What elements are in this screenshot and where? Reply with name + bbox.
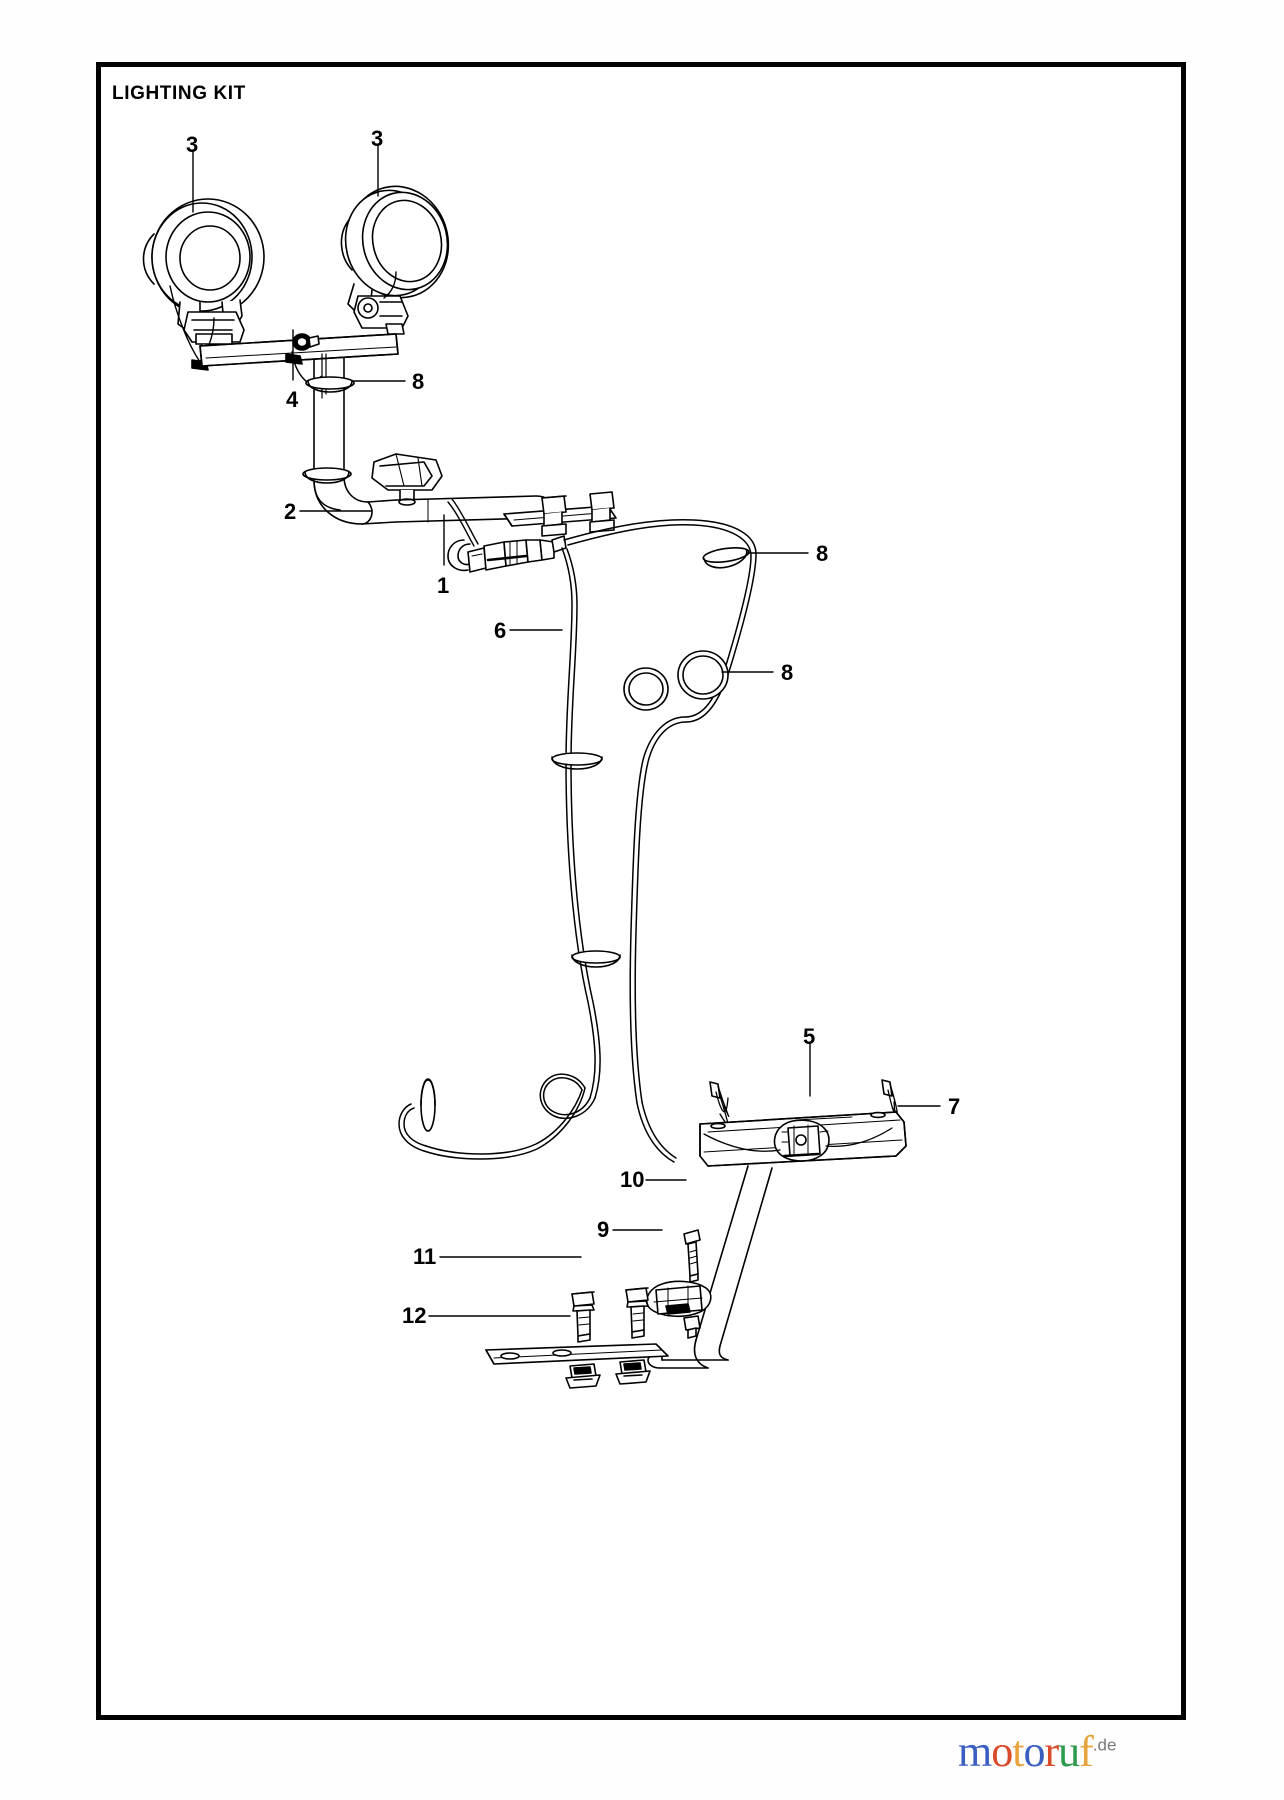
callout-10: 10: [620, 1167, 645, 1192]
tube-fastener-icon: [683, 1315, 701, 1339]
cable-clamp-icon: [646, 1280, 712, 1318]
watermark-letter-t: t: [1012, 1727, 1024, 1776]
callout-8-harness: 8: [816, 541, 829, 566]
page-title: LIGHTING KIT: [112, 83, 246, 104]
lamp-crossbar: [199, 333, 399, 399]
lower-mast-tube-icon: [647, 1165, 773, 1369]
watermark-letter-m: m: [958, 1727, 992, 1776]
lamp-head-right-icon: [340, 185, 450, 335]
callout-leaders: [192, 145, 941, 1317]
callout-9: 9: [597, 1217, 610, 1242]
mount-plate-icon: [503, 491, 617, 537]
callout-11: 11: [413, 1244, 437, 1269]
connector-plug-icon: [447, 535, 567, 573]
callout-5: 5: [803, 1024, 816, 1049]
battery-tray-icon: [699, 1079, 907, 1167]
callout-4: 4: [286, 387, 299, 412]
watermark-letter-u: u: [1058, 1727, 1080, 1776]
watermark-letter-o1: o: [991, 1727, 1013, 1776]
switch-box-icon: [371, 453, 443, 506]
watermark-letter-o2: o: [1023, 1727, 1045, 1776]
screw-icon: [683, 1229, 701, 1283]
watermark-logo: motoruf.de: [958, 1726, 1116, 1777]
bolt-icons: [571, 1287, 649, 1343]
watermark-letter-f: f: [1079, 1727, 1094, 1776]
callout-12: 12: [402, 1303, 427, 1328]
mast-tube-icon: [302, 357, 397, 525]
callout-3-right: 3: [371, 126, 384, 151]
mounting-bracket-icon: [485, 1343, 669, 1365]
callout-6: 6: [494, 618, 507, 643]
watermark-tld: .de: [1092, 1735, 1117, 1755]
callout-3-left: 3: [186, 132, 199, 157]
parts-illustration: [142, 145, 941, 1389]
callout-8-mast: 8: [412, 369, 425, 394]
cable-tie-icons: [420, 547, 750, 1132]
callout-7: 7: [948, 1094, 961, 1119]
diagram-frame: [96, 62, 1186, 1720]
callout-1: 1: [437, 573, 450, 598]
callout-8-loop: 8: [781, 660, 794, 685]
lamp-head-left-icon: [142, 198, 265, 371]
callout-2: 2: [284, 499, 297, 524]
flange-nut-icons: [565, 1359, 651, 1389]
wiring-harness-icon: [398, 518, 757, 1163]
watermark-letter-r: r: [1044, 1727, 1059, 1776]
